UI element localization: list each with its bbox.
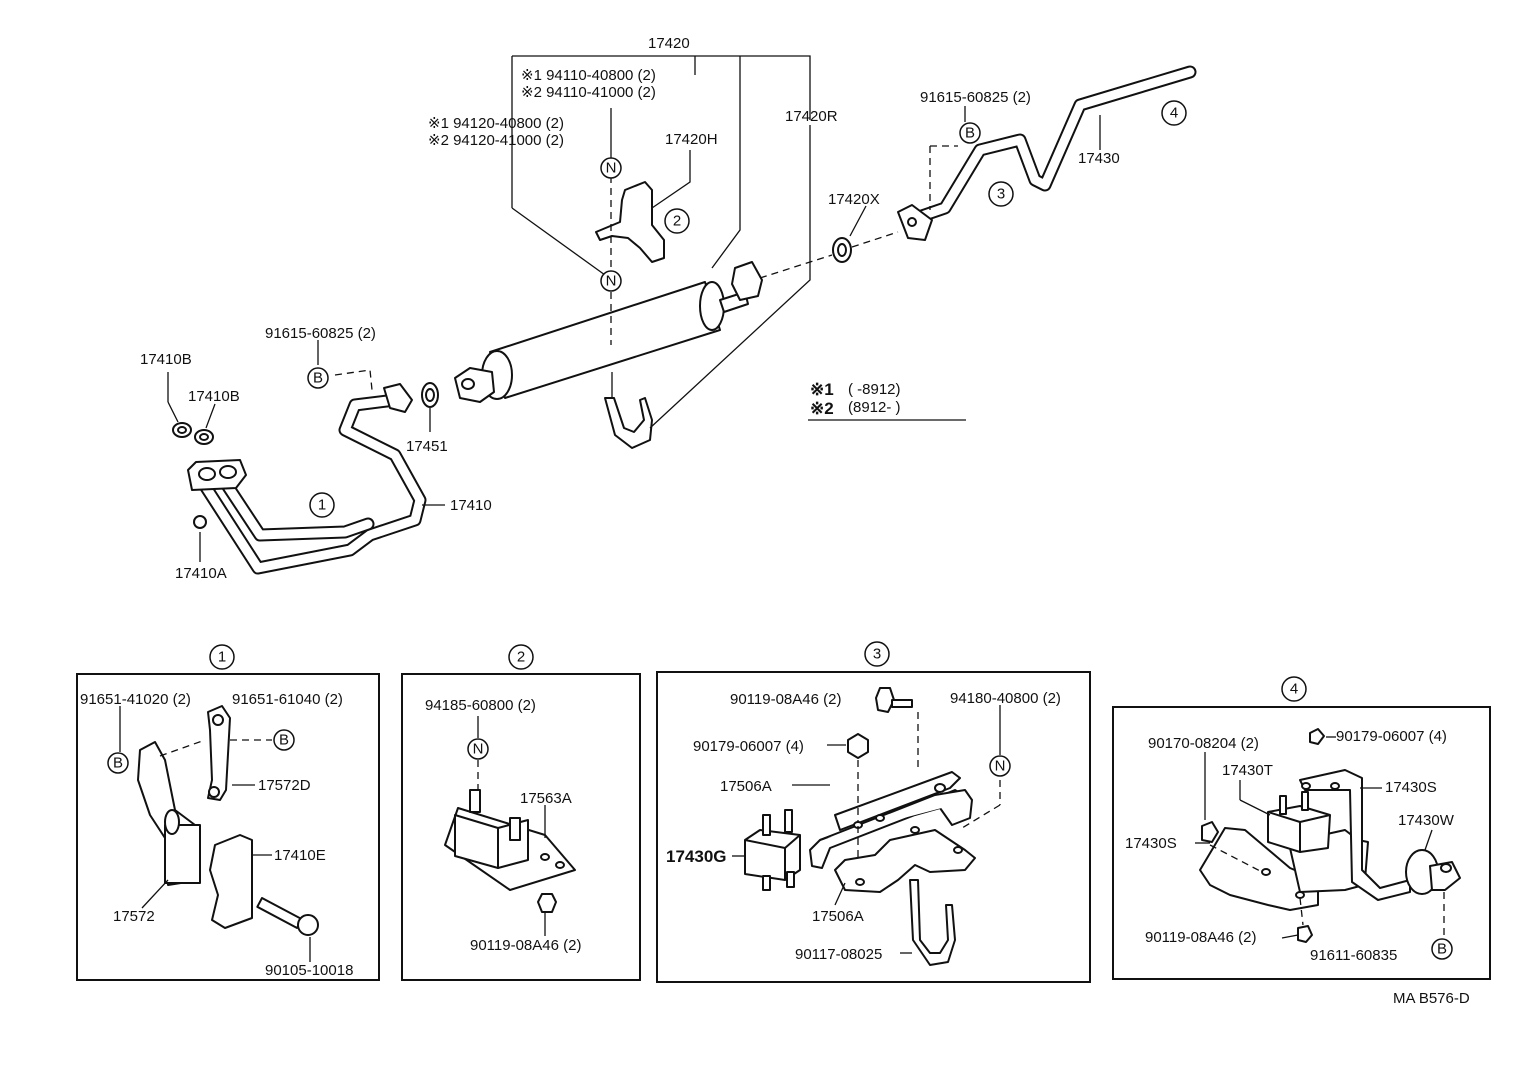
gasket-17451 <box>421 382 439 408</box>
detail-box-2: 2 N 94185-60800 (2) 17563A 90119-08A46 (… <box>401 644 641 981</box>
svg-text:3: 3 <box>997 186 1005 203</box>
svg-text:2: 2 <box>517 649 525 666</box>
label-n1-94110: ※1 94110-40800 (2) <box>521 67 656 84</box>
nut-17410a <box>193 515 207 529</box>
circle-n-main-top: N <box>600 157 622 179</box>
label-91611-60835: 91611-60835 <box>1310 947 1397 964</box>
svg-text:N: N <box>995 758 1006 775</box>
tail-pipe-17430 <box>897 65 1197 241</box>
label-94185-60800: 94185-60800 (2) <box>425 697 536 714</box>
svg-text:N: N <box>473 741 484 758</box>
label-n2-94110: ※2 94110-41000 (2) <box>521 84 656 101</box>
label-90119-08a46-box3: 90119-08A46 (2) <box>730 691 841 708</box>
label-90170-08204: 90170-08204 (2) <box>1148 735 1259 752</box>
label-17430w: 17430W <box>1398 812 1455 829</box>
svg-text:N: N <box>606 273 617 290</box>
label-17420x: 17420X <box>828 191 880 208</box>
circle-b-main-left: B <box>307 367 329 389</box>
label-17430s-right: 17430S <box>1385 779 1437 796</box>
muffler-17420 <box>454 261 763 449</box>
detail-box-3: 3 N 90119-08A46 <box>656 641 1091 983</box>
svg-text:1: 1 <box>218 649 226 666</box>
callout-4-main: 4 <box>1161 100 1187 126</box>
label-17572: 17572 <box>113 908 155 925</box>
label-17572d: 17572D <box>258 777 311 794</box>
detail-box-1: 1 B B 91651-41020 (2) 91651-61040 (2) 17… <box>76 644 380 981</box>
label-90119-08a46-box2: 90119-08A46 (2) <box>470 937 581 954</box>
label-90117-08025: 90117-08025 <box>795 946 882 963</box>
label-n1-94120: ※1 94120-40800 (2) <box>428 115 564 132</box>
label-90105-10018: 90105-10018 <box>265 962 353 979</box>
circle-b-main-right: B <box>959 122 981 144</box>
label-n2-94120: ※2 94120-41000 (2) <box>428 132 564 149</box>
gasket-17420x <box>832 237 852 263</box>
label-17410b-bottom: 17410B <box>188 388 240 405</box>
label-17420r: 17420R <box>785 108 838 125</box>
label-17451: 17451 <box>406 438 448 455</box>
label-17563a: 17563A <box>520 790 572 807</box>
svg-text:B: B <box>1437 941 1447 958</box>
label-90179-06007-box3: 90179-06007 (4) <box>693 738 804 755</box>
svg-text:※1: ※1 <box>810 380 834 399</box>
svg-text:B: B <box>279 732 289 749</box>
label-94180-40800: 94180-40800 (2) <box>950 690 1061 707</box>
label-17410a: 17410A <box>175 565 227 582</box>
label-17410e: 17410E <box>274 847 326 864</box>
label-17430t: 17430T <box>1222 762 1273 779</box>
label-17420: 17420 <box>648 35 690 52</box>
svg-text:4: 4 <box>1170 105 1178 122</box>
hanger-17420h <box>595 181 665 263</box>
svg-text:B: B <box>313 370 323 387</box>
label-91651-61040: 91651-61040 (2) <box>232 691 343 708</box>
reference-code: MA B576-D <box>1393 990 1470 1007</box>
svg-text:N: N <box>606 160 617 177</box>
label-90119-08a46-box4: 90119-08A46 (2) <box>1145 929 1256 946</box>
svg-text:B: B <box>965 125 975 142</box>
callout-3-main: 3 <box>988 181 1014 207</box>
main-leader-lines <box>167 55 1101 562</box>
label-17410: 17410 <box>450 497 492 514</box>
svg-text:1: 1 <box>318 497 326 514</box>
label-90179-06007-box4: 90179-06007 (4) <box>1336 728 1447 745</box>
label-17420h: 17420H <box>665 131 718 148</box>
callout-1-main: 1 <box>309 492 335 518</box>
label-91615-right: 91615-60825 (2) <box>920 89 1031 106</box>
svg-text:2: 2 <box>673 213 681 230</box>
svg-text:B: B <box>113 755 123 772</box>
label-17430: 17430 <box>1078 150 1120 167</box>
gasket-17410b-pair <box>172 422 214 445</box>
label-91651-41020: 91651-41020 (2) <box>80 691 191 708</box>
label-17410b-top: 17410B <box>140 351 192 368</box>
svg-text:3: 3 <box>873 646 881 663</box>
svg-text:※2: ※2 <box>810 399 834 418</box>
label-17430g: 17430G <box>666 847 727 866</box>
legend: ※1 ( -8912) ※2 (8912- ) <box>810 380 901 418</box>
callout-2-main: 2 <box>664 208 690 234</box>
svg-text:4: 4 <box>1290 681 1298 698</box>
svg-text:(8912- ): (8912- ) <box>848 399 901 416</box>
svg-text:( -8912): ( -8912) <box>848 381 901 398</box>
detail-box-4: 4 B 90179-06007 (4) 90170-082 <box>1112 676 1491 980</box>
label-17430s-left: 17430S <box>1125 835 1177 852</box>
label-91615-left: 91615-60825 (2) <box>265 325 376 342</box>
label-17506a-top: 17506A <box>720 778 772 795</box>
label-17506a-bottom: 17506A <box>812 908 864 925</box>
front-pipe-17410 <box>187 383 427 575</box>
circle-n-main-bottom: N <box>600 270 622 292</box>
